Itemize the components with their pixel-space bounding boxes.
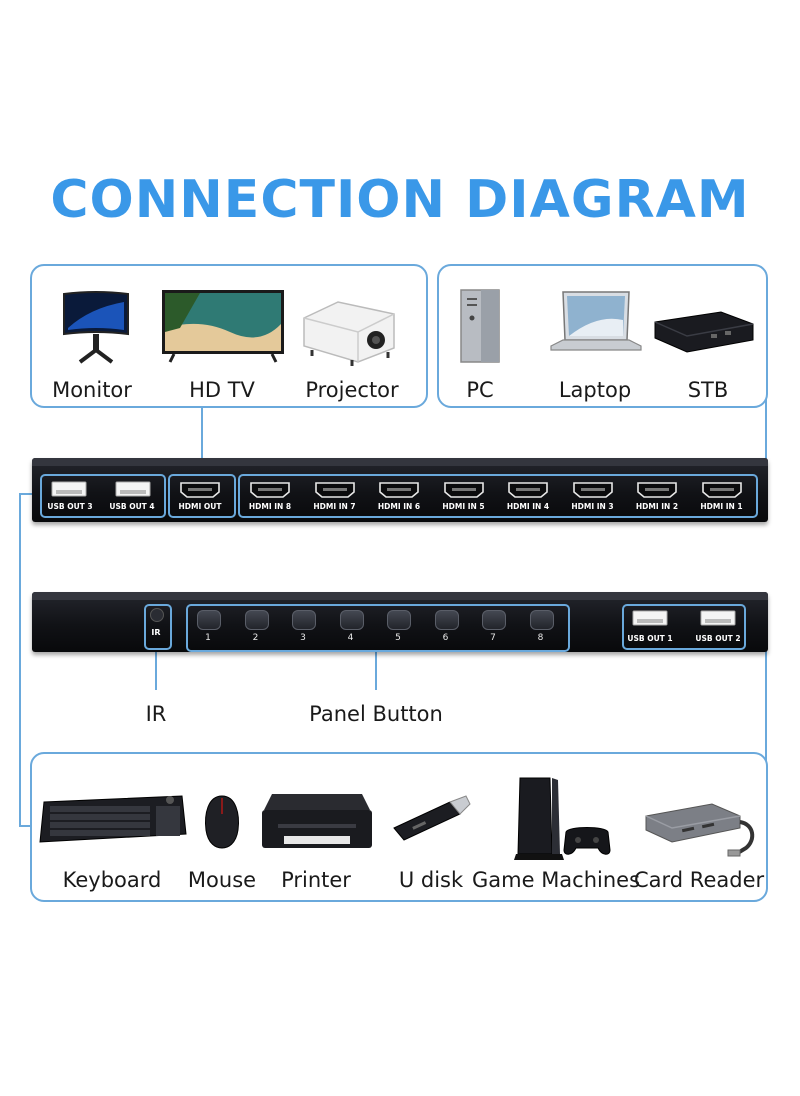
port-label-hdmi-in: HDMI IN 8 xyxy=(248,502,292,511)
monitor-icon xyxy=(63,291,129,364)
tv-icon xyxy=(162,290,284,363)
ir-sensor-icon xyxy=(150,608,164,622)
port-label-hdmi-in: HDMI IN 1 xyxy=(700,502,743,511)
port-label-hdmi-in: HDMI IN 2 xyxy=(635,502,679,511)
input-select-button[interactable] xyxy=(339,610,364,630)
usb-disk-icon xyxy=(393,795,471,841)
input-select-button-number: 4 xyxy=(347,633,354,643)
usb-port-icon xyxy=(700,610,736,626)
port-label-hdmi-in: HDMI IN 7 xyxy=(313,502,356,511)
hdmi-out-group xyxy=(168,474,236,518)
label-hd-tv: HD TV xyxy=(189,378,255,402)
game-console-icon xyxy=(514,777,611,860)
port-label-hdmi-in: HDMI IN 4 xyxy=(506,502,550,511)
projector-icon xyxy=(303,301,395,366)
usb-port-icon xyxy=(51,481,87,497)
keyboard-icon xyxy=(39,795,187,843)
printer-icon xyxy=(262,794,372,848)
usb-port-icon xyxy=(115,481,151,497)
input-select-button[interactable] xyxy=(529,610,554,630)
port-label-usb-out-1: USB OUT 1 xyxy=(627,634,673,643)
port-label-usb-out-4: USB OUT 4 xyxy=(109,502,155,511)
label-pc: PC xyxy=(466,378,494,402)
hdmi-port-icon xyxy=(701,482,742,498)
hdmi-inputs-group xyxy=(238,474,758,518)
usb-port-icon xyxy=(632,610,668,626)
front-panel-top-edge xyxy=(32,592,768,600)
card-reader-icon xyxy=(645,803,755,857)
port-label-hdmi-in: HDMI IN 3 xyxy=(571,502,614,511)
label-card-reader: Card Reader xyxy=(634,868,765,892)
callout-panel-button: Panel Button xyxy=(309,702,443,726)
port-label-usb-out-3: USB OUT 3 xyxy=(47,502,93,511)
hdmi-port-icon xyxy=(379,482,419,498)
input-select-button-number: 2 xyxy=(252,633,259,643)
input-select-button[interactable] xyxy=(292,610,316,630)
usb-out-1-2-group xyxy=(622,604,746,650)
input-select-button[interactable] xyxy=(482,610,506,630)
port-label-usb-out-2: USB OUT 2 xyxy=(695,634,741,643)
label-keyboard: Keyboard xyxy=(62,868,162,892)
panel-buttons-group xyxy=(186,604,570,652)
input-select-button[interactable] xyxy=(434,610,459,630)
label-projector: Projector xyxy=(305,378,399,402)
ir-port-label: IR xyxy=(151,628,161,637)
set-top-box-icon xyxy=(654,311,754,353)
hdmi-port-icon xyxy=(443,482,484,498)
diagram-title: CONNECTION DIAGRAM xyxy=(50,170,750,230)
input-select-button[interactable] xyxy=(244,610,269,630)
label-monitor: Monitor xyxy=(52,378,132,402)
callout-ir: IR xyxy=(145,702,167,726)
hdmi-port-icon xyxy=(637,482,677,498)
mouse-icon xyxy=(205,795,239,849)
label-stb: STB xyxy=(687,378,729,402)
port-label-hdmi-in: HDMI IN 6 xyxy=(377,502,421,511)
sources-panel: PC Laptop STB xyxy=(437,264,768,408)
displays-panel: Monitor HD TV Projector xyxy=(30,264,428,408)
rear-panel-top-edge xyxy=(32,458,768,466)
ir-receiver-group xyxy=(144,604,172,650)
port-label-hdmi-out: HDMI OUT xyxy=(178,502,222,511)
input-select-button-number: 5 xyxy=(395,633,401,643)
label-u-disk: U disk xyxy=(398,868,464,892)
input-select-button-number: 7 xyxy=(490,633,496,643)
input-select-button[interactable] xyxy=(197,610,221,630)
usb-out-3-4-group xyxy=(40,474,166,518)
pc-icon xyxy=(460,289,500,363)
input-select-button[interactable] xyxy=(387,610,411,630)
label-printer: Printer xyxy=(281,868,351,892)
hdmi-port-icon xyxy=(180,482,220,498)
peripherals-panel: Keyboard Mouse Printer U disk Game Machi… xyxy=(30,752,768,902)
label-game-machines: Game Machines xyxy=(472,868,641,892)
port-label-hdmi-in: HDMI IN 5 xyxy=(442,502,485,511)
hdmi-port-icon xyxy=(572,482,613,498)
hdmi-port-icon xyxy=(508,482,548,498)
label-mouse: Mouse xyxy=(187,868,257,892)
input-select-button-number: 1 xyxy=(205,633,211,643)
input-select-button-number: 6 xyxy=(442,633,449,643)
label-laptop: Laptop xyxy=(558,378,632,402)
input-select-button-number: 3 xyxy=(300,633,306,643)
input-select-button-number: 8 xyxy=(537,633,544,643)
laptop-icon xyxy=(550,291,642,351)
hdmi-port-icon xyxy=(314,482,355,498)
hdmi-port-icon xyxy=(250,482,290,498)
